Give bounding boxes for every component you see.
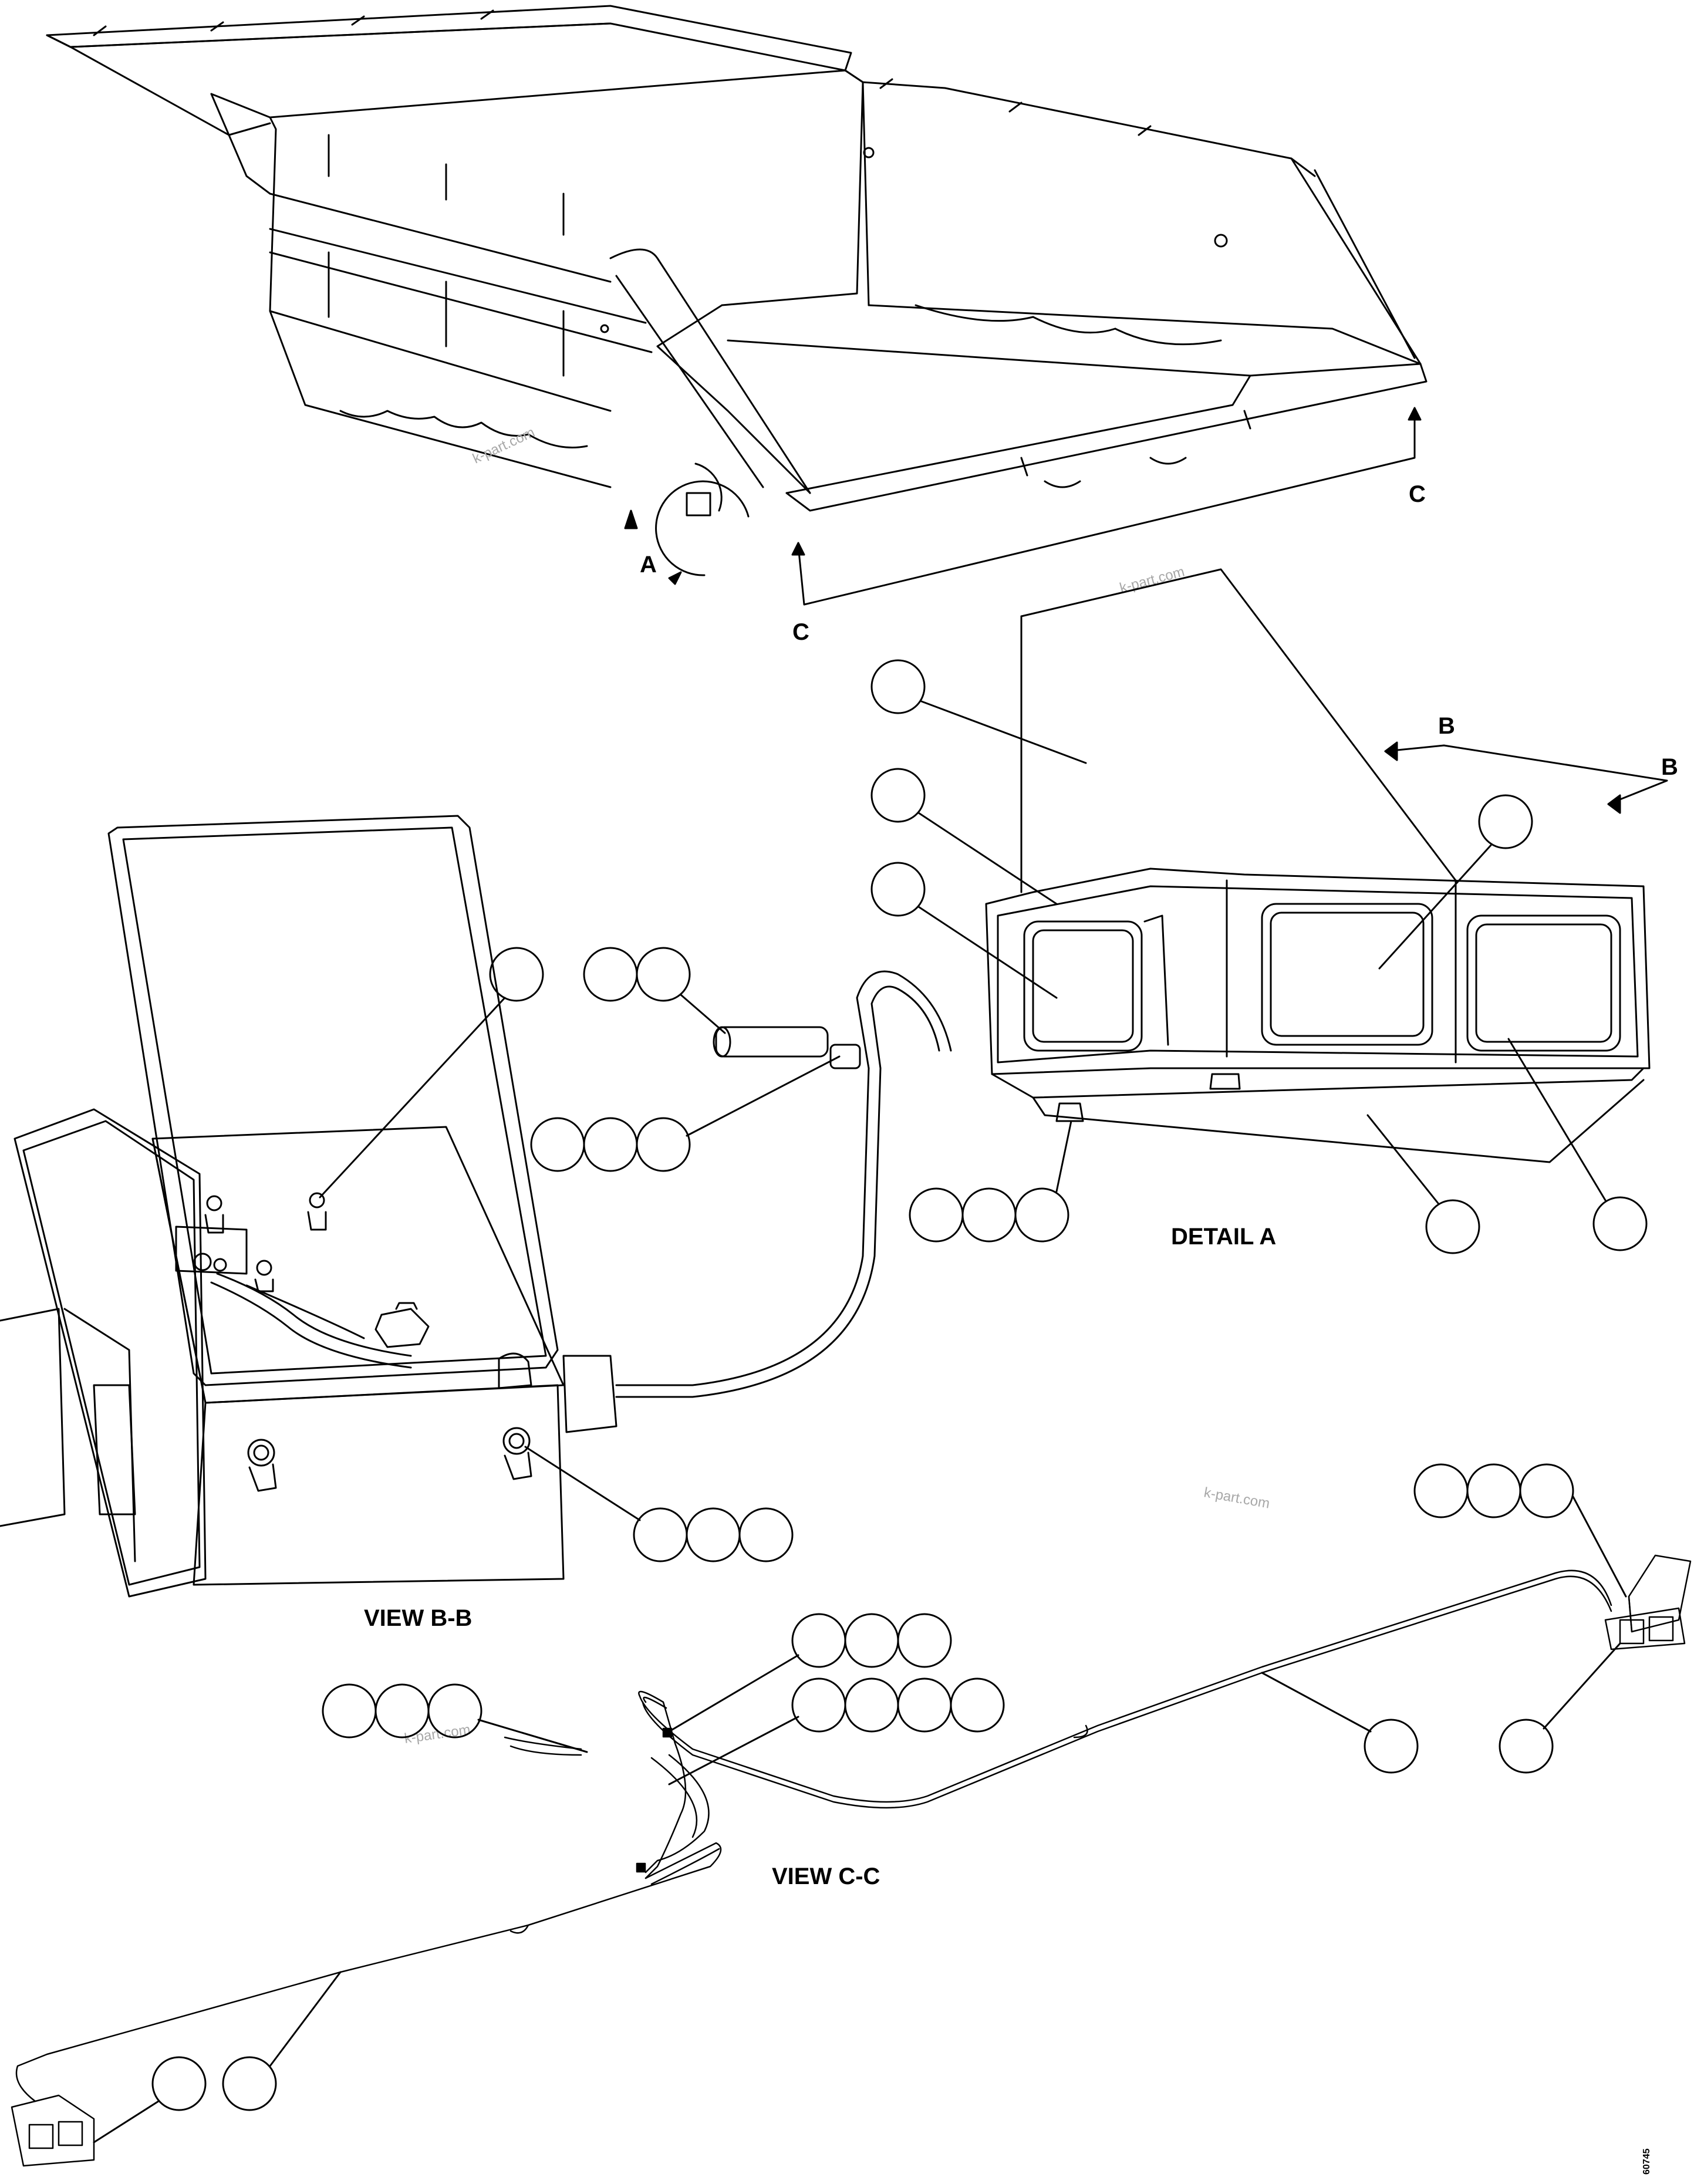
section-mark-c-left: C xyxy=(792,619,809,645)
watermark: k-part.com xyxy=(470,424,537,467)
callout-view-b-clip-3 xyxy=(636,1117,691,1172)
callout-view-b-connector-1 xyxy=(583,947,638,1002)
section-mark-b-right: B xyxy=(1661,754,1678,780)
callout-view-b-clip-1 xyxy=(530,1117,585,1172)
callout-detail-a-bottom xyxy=(1425,1199,1480,1254)
detail-a-callouts xyxy=(870,659,1648,1254)
view-b-callouts xyxy=(319,947,841,1562)
callout-detail-a-bolt-1 xyxy=(909,1187,964,1243)
callout-detail-a-housing xyxy=(870,768,926,823)
detail-a-reflector-assembly xyxy=(985,568,1668,1163)
figure-number: 60745 xyxy=(1642,2148,1652,2175)
callout-view-c-clip-lower-3 xyxy=(897,1677,952,1733)
callout-view-b-nut-3 xyxy=(738,1507,794,1562)
callout-view-c-clip-lower-2 xyxy=(844,1677,899,1733)
section-mark-b-upper: B xyxy=(1438,713,1455,739)
callout-view-c-harness-left-2 xyxy=(374,1683,430,1739)
callout-view-c-harness-lower-1 xyxy=(151,2056,207,2111)
section-mark-c-right: C xyxy=(1409,481,1426,507)
callout-detail-a-lamp-left xyxy=(870,862,926,917)
callout-view-c-clip-lower-4 xyxy=(950,1677,1005,1733)
section-mark-a: A xyxy=(640,552,657,578)
view-c-callouts xyxy=(93,1463,1627,2144)
callout-view-c-clip-upper-1 xyxy=(791,1613,846,1668)
callout-view-b-clip-2 xyxy=(583,1117,638,1172)
callout-view-c-harness-right xyxy=(1364,1719,1419,1774)
callout-view-c-clip-upper-3 xyxy=(897,1613,952,1668)
dump-body xyxy=(46,5,1428,606)
view-c-label: VIEW C-C xyxy=(772,1864,880,1889)
callout-detail-a-bolt-3 xyxy=(1014,1187,1069,1243)
callout-view-c-clip-upper-2 xyxy=(844,1613,899,1668)
watermark: k-part.com xyxy=(1203,1484,1271,1511)
detail-a-label: DETAIL A xyxy=(1171,1224,1276,1250)
callout-view-b-nut-1 xyxy=(633,1507,688,1562)
view-c-harness xyxy=(11,1554,1692,2167)
callout-view-c-harness-left-1 xyxy=(322,1683,377,1739)
callout-view-c-harness-lower-2 xyxy=(222,2056,277,2111)
view-b-assembly xyxy=(0,815,952,1598)
callout-view-b-nut-2 xyxy=(686,1507,741,1562)
callout-view-b-terminal xyxy=(489,947,544,1002)
callout-detail-a-bolt-2 xyxy=(961,1187,1017,1243)
callout-detail-a-lamp-right xyxy=(1592,1196,1648,1251)
callout-view-c-clip-right-1 xyxy=(1413,1463,1469,1518)
view-b-label: VIEW B-B xyxy=(364,1605,472,1631)
callout-view-c-clip-right-2 xyxy=(1466,1463,1521,1518)
callout-detail-a-bracket xyxy=(870,659,926,714)
callout-view-c-lamp-right xyxy=(1499,1719,1554,1774)
callout-view-b-connector-2 xyxy=(636,947,691,1002)
callout-view-c-harness-left-3 xyxy=(427,1683,482,1739)
callout-view-c-clip-right-3 xyxy=(1519,1463,1574,1518)
callout-detail-a-lamp-center xyxy=(1478,794,1533,849)
callout-view-c-clip-lower-1 xyxy=(791,1677,846,1733)
